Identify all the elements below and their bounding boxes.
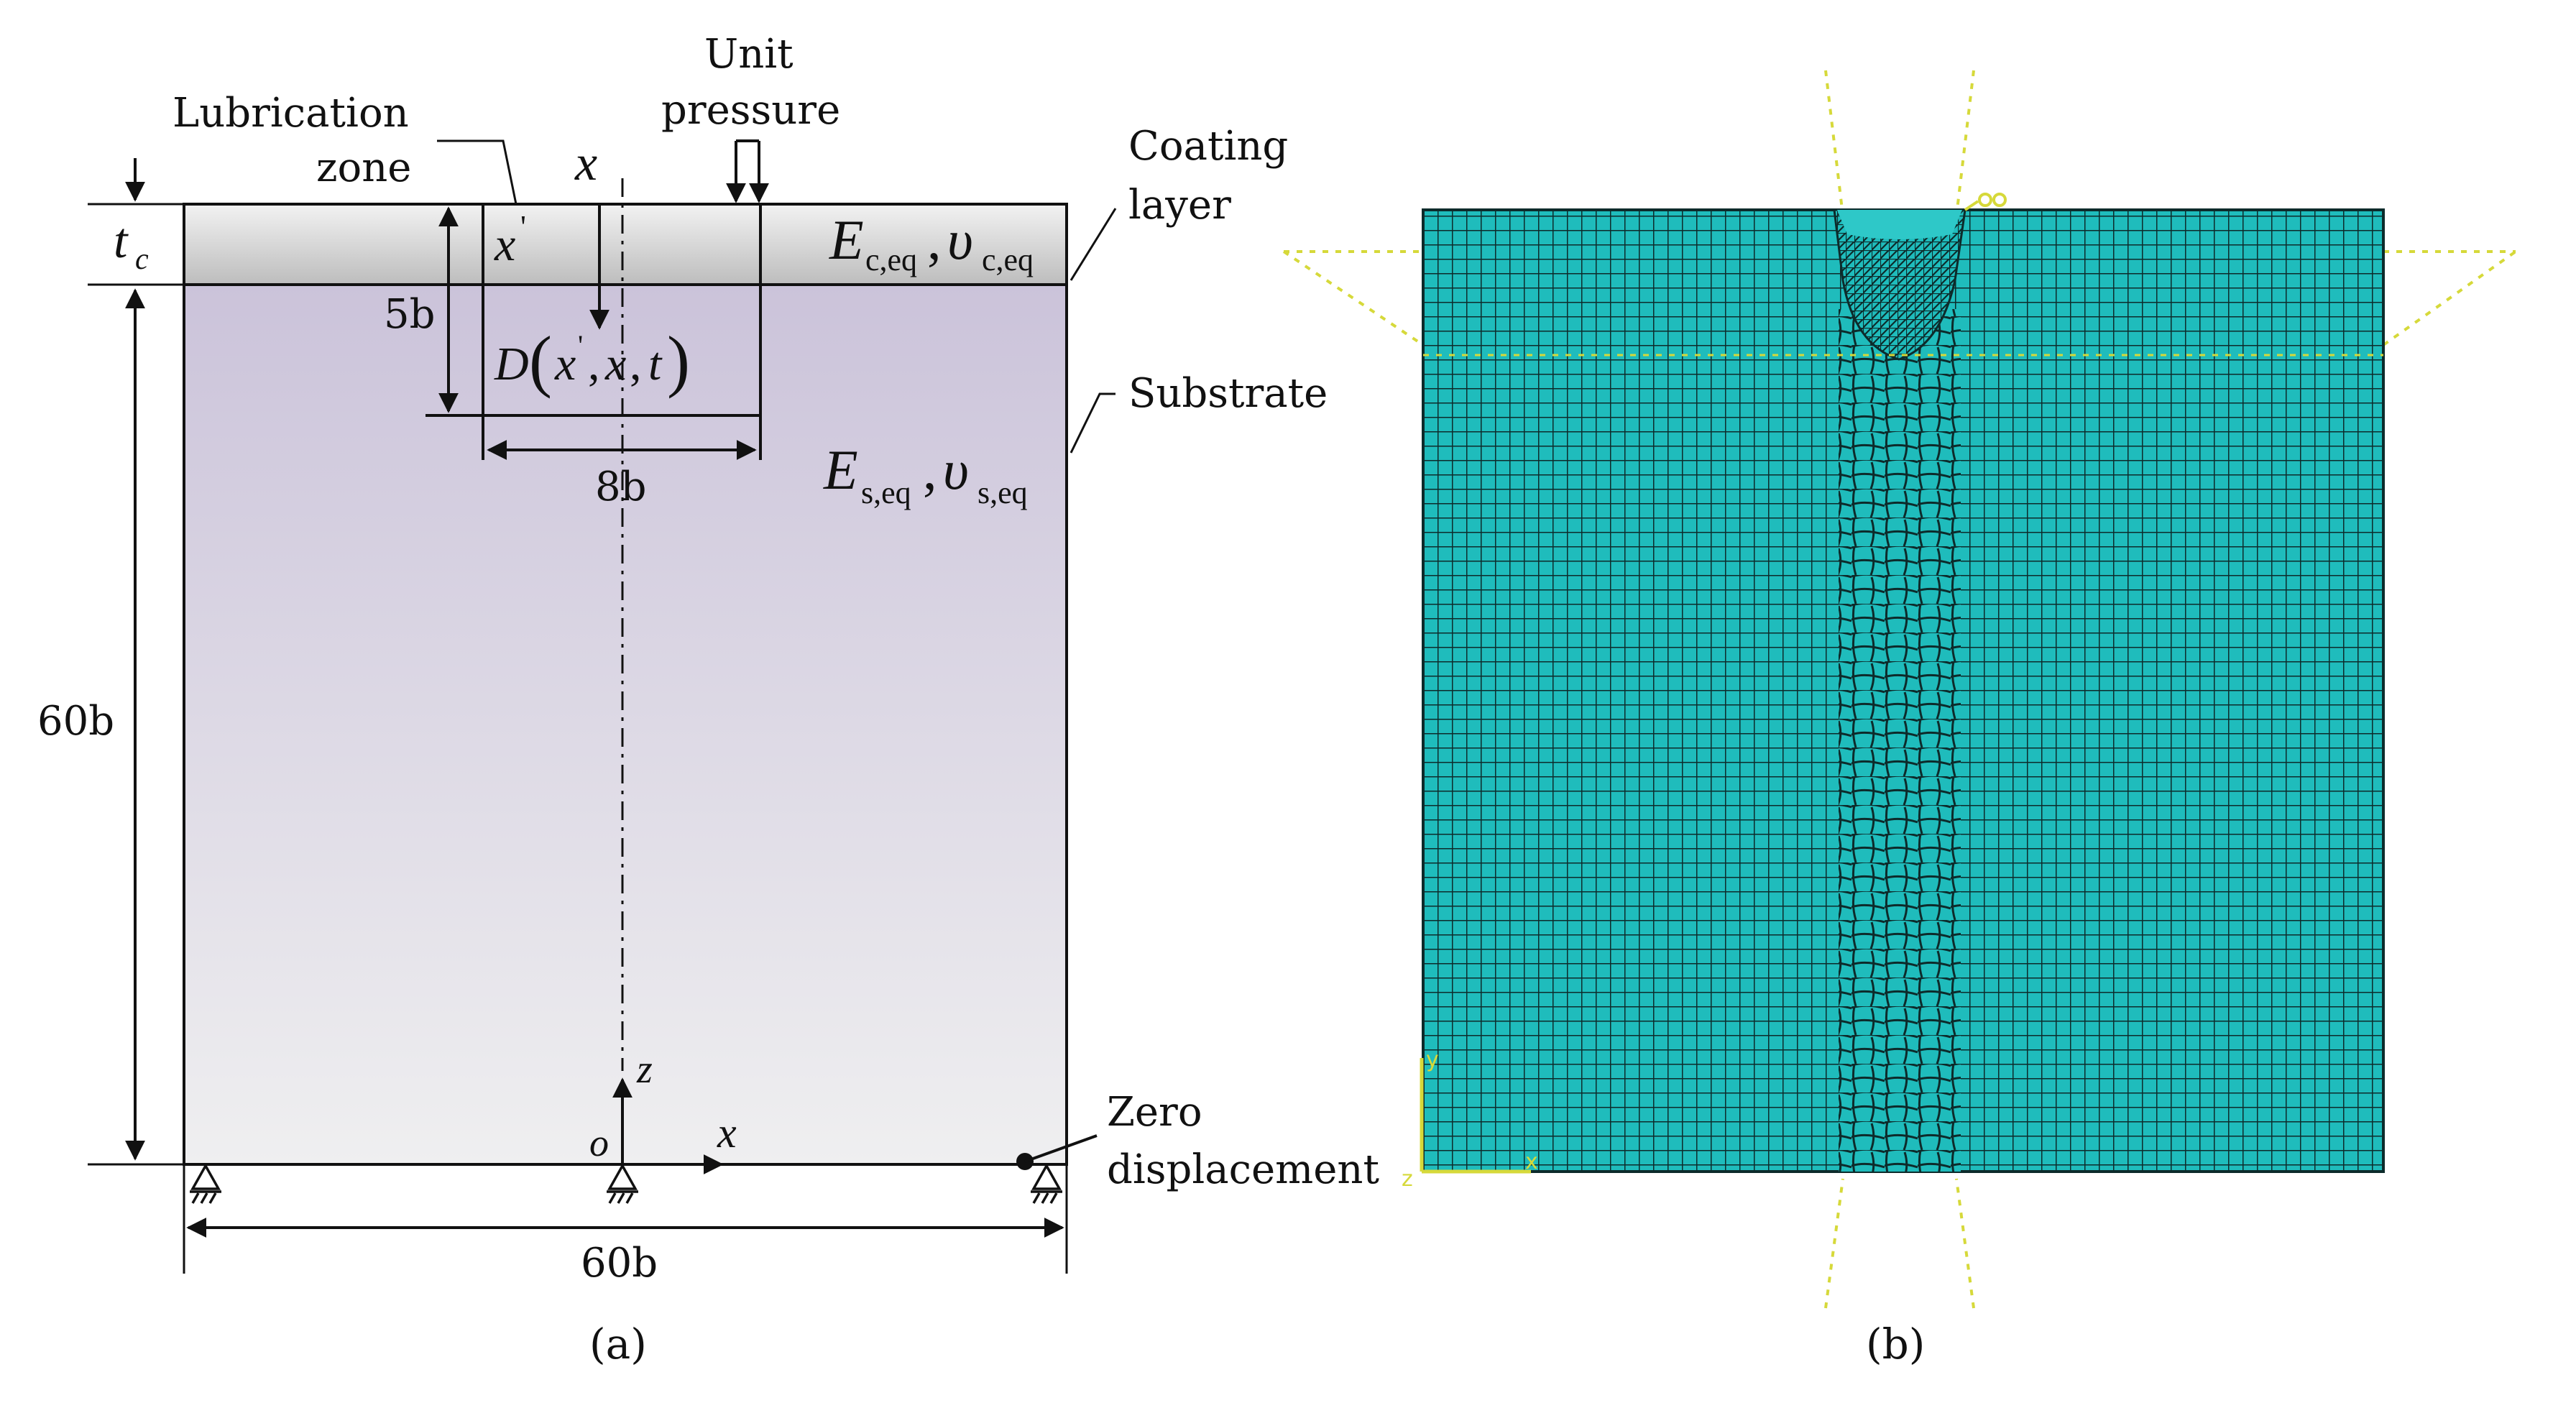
coating-layer-label-1: Coating — [1128, 123, 1288, 170]
fe-mesh-refined-band — [1839, 309, 1961, 1172]
panel-a: t c 60b Lubrication zone x Unit pressure… — [37, 31, 1379, 1368]
D-x-prime: x — [554, 338, 576, 390]
E-c-comma: , — [927, 208, 942, 271]
E-s-subscript: s,eq — [861, 475, 911, 510]
D-close-paren: ) — [667, 322, 690, 399]
load-markers — [1964, 193, 2007, 211]
D-comma-1: , — [588, 338, 600, 390]
fe-mesh-surface-strip — [1837, 210, 1962, 239]
D-comma-2: , — [630, 338, 642, 390]
origin-label: o — [589, 1121, 609, 1164]
nu-c-symbol: υ — [947, 208, 973, 271]
D-x-prime-mark: ' — [578, 329, 583, 362]
lubrication-zone-label-1: Lubrication — [172, 90, 409, 137]
unit-pressure-label-1: Unit — [704, 31, 794, 78]
coating-layer — [183, 203, 1068, 286]
lubrication-zone-label-2: zone — [316, 144, 411, 191]
triad-z-label: z — [1402, 1167, 1413, 1192]
dim-5b-label: 5b — [384, 291, 435, 338]
lubrication-zone-leader — [437, 139, 518, 205]
x-axis-label: x — [717, 1109, 737, 1156]
zero-displacement-leader — [1024, 1134, 1098, 1163]
dim-8b-label: 8b — [595, 464, 646, 510]
z-axis-label: z — [636, 1047, 653, 1092]
guide-lines — [1282, 70, 2517, 1309]
coating-layer-leader — [1070, 208, 1117, 281]
caption-a: (a) — [589, 1320, 647, 1368]
nu-s-subscript: s,eq — [978, 475, 1028, 510]
support-center — [607, 1163, 638, 1204]
x-prime-mark: ' — [520, 209, 526, 244]
substrate-leader — [1070, 392, 1116, 454]
triad-y-label: y — [1426, 1047, 1439, 1072]
substrate — [183, 283, 1068, 1166]
zero-displacement-label-2: displacement — [1107, 1146, 1379, 1193]
E-s-symbol: E — [823, 438, 858, 501]
triad: z x y — [1402, 1047, 1538, 1192]
triad-x-label: x — [1525, 1149, 1538, 1174]
tc-symbol: t — [114, 213, 129, 269]
E-c-symbol: E — [829, 208, 864, 271]
nu-c-subscript: c,eq — [982, 242, 1034, 277]
substrate-label: Substrate — [1128, 370, 1328, 417]
E-s-comma: , — [923, 438, 937, 501]
x-prime-label: x — [494, 218, 515, 271]
nu-s-symbol: υ — [943, 438, 969, 501]
D-symbol: D — [494, 338, 529, 390]
unit-pressure-label-2: pressure — [661, 87, 840, 134]
D-open-paren: ( — [529, 322, 552, 399]
panel-b: z x y (b) — [1282, 70, 2517, 1368]
D-x: x — [604, 338, 626, 390]
dim-60b-horizontal-label: 60b — [581, 1240, 658, 1287]
fe-mesh-contact-region — [1833, 208, 1966, 361]
support-left — [190, 1163, 221, 1204]
caption-b: (b) — [1866, 1320, 1925, 1368]
tc-subscript: c — [135, 243, 149, 276]
E-c-subscript: c,eq — [865, 242, 917, 277]
D-t: t — [648, 338, 663, 390]
dim-60b-vertical-label: 60b — [37, 698, 114, 745]
support-right — [1031, 1163, 1062, 1204]
zero-displacement-label-1: Zero — [1107, 1089, 1202, 1136]
x-top-label: x — [574, 136, 597, 191]
coating-layer-label-2: layer — [1128, 182, 1231, 229]
